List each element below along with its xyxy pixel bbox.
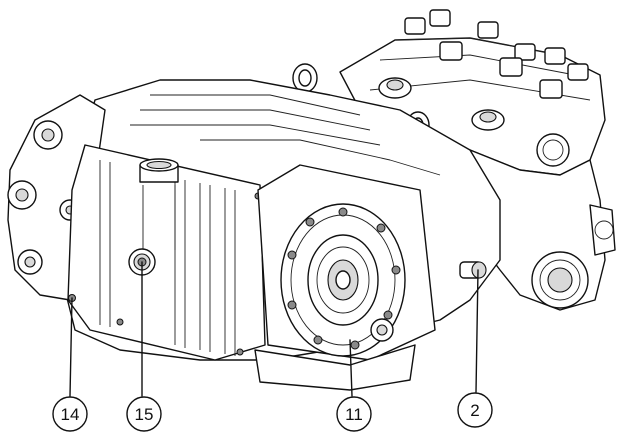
callout-2: 2 bbox=[457, 392, 493, 428]
drain-plug bbox=[459, 261, 487, 279]
callout-15-label: 15 bbox=[135, 405, 154, 424]
callout-11-label: 11 bbox=[345, 405, 363, 424]
callout-11: 11 bbox=[336, 396, 372, 432]
callout-2-label: 2 bbox=[470, 401, 479, 420]
crankcase bbox=[7, 79, 501, 391]
callout-14-label: 14 bbox=[61, 405, 80, 424]
bearing-cover bbox=[280, 203, 406, 357]
leader-lines bbox=[69, 261, 479, 397]
callout-14: 14 bbox=[52, 396, 88, 432]
callout-15: 15 bbox=[126, 396, 162, 432]
